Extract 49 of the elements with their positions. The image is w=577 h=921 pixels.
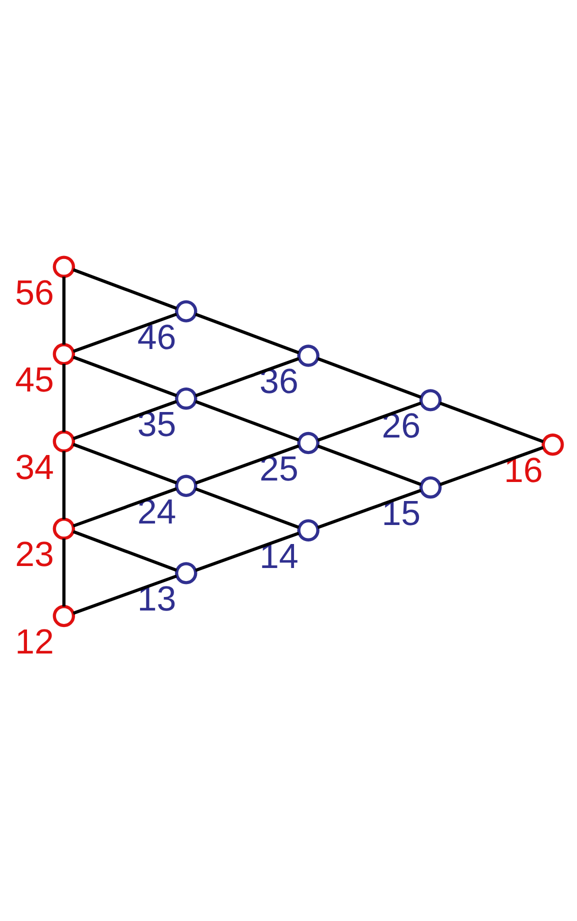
- connector: [62, 276, 66, 345]
- connector: [317, 444, 422, 486]
- node-label: 46: [137, 318, 176, 357]
- node-circle: [175, 562, 198, 584]
- connector: [72, 487, 178, 528]
- connector: [72, 400, 178, 440]
- connector: [439, 402, 544, 444]
- node-circle: [52, 430, 76, 453]
- node-label: 56: [15, 273, 54, 312]
- connector: [194, 532, 300, 572]
- node-circle: [52, 518, 76, 540]
- connector: [62, 538, 66, 606]
- connector: [194, 400, 300, 442]
- connector: [317, 402, 422, 442]
- node-circle: [175, 474, 198, 497]
- connector: [317, 488, 422, 530]
- connector: [439, 446, 544, 486]
- connector: [72, 442, 178, 484]
- node-label: 16: [504, 451, 543, 490]
- node-circle: [175, 388, 198, 410]
- connector: [194, 487, 300, 529]
- node-label: 12: [15, 622, 54, 662]
- connector: [72, 530, 178, 572]
- node-circle: [297, 519, 320, 542]
- node-label: 34: [15, 448, 54, 487]
- connector: [194, 444, 300, 485]
- node-label: 45: [15, 360, 54, 400]
- connector: [62, 364, 66, 432]
- connector: [62, 451, 66, 520]
- connector: [194, 312, 300, 354]
- connector: [72, 268, 178, 310]
- connector: [317, 357, 422, 399]
- connector: [72, 574, 178, 615]
- node-label: 13: [137, 580, 176, 619]
- node-circle: [175, 300, 198, 322]
- node-circle: [52, 604, 76, 628]
- node-label: 15: [382, 494, 421, 533]
- connector: [72, 356, 178, 398]
- node-circle: [297, 344, 320, 367]
- node-label: 23: [15, 535, 54, 574]
- node-circle: [297, 432, 320, 454]
- connector: [72, 312, 178, 353]
- node-circle: [419, 389, 442, 412]
- node-circle: [52, 343, 76, 366]
- node-label: 14: [260, 536, 298, 576]
- node-circle: [419, 476, 442, 499]
- connector: [194, 357, 300, 398]
- node-circle: [542, 434, 564, 456]
- node-circle: [52, 256, 76, 278]
